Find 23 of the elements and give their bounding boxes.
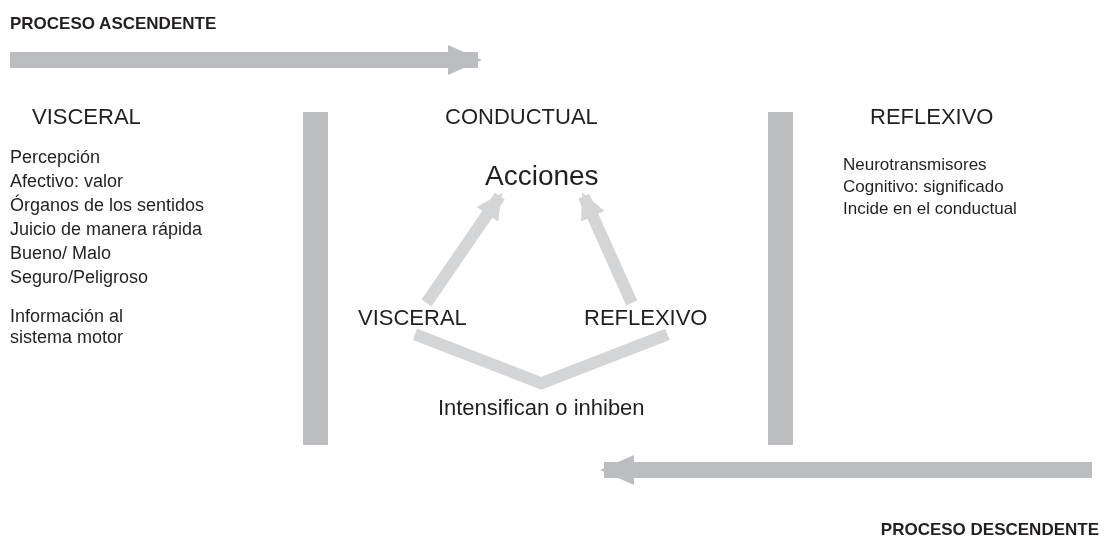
label-text: Información al sistema motor [10,306,125,348]
label-text: PROCESO ASCENDENTE [10,14,217,34]
label-text: Bueno/ Malo [10,243,112,264]
label-text: Afectivo: valor [10,171,124,192]
label-text: VISCERAL [32,104,141,130]
label-text: Neurotransmisores [843,155,987,175]
label-text: Incide en el conductual [843,199,1017,219]
connector-line [412,328,670,390]
label-text: Cognitivo: significado [843,177,1004,197]
divider-bar [768,112,793,445]
node-text: REFLEXIVO [584,305,708,331]
label-text: PROCESO DESCENDENTE [880,520,1099,540]
node-text: VISCERAL [358,305,467,331]
node-text: Acciones [485,160,599,193]
label-text: REFLEXIVO [870,104,994,130]
label-text: Órganos de los sentidos [10,195,205,216]
label-text: CONDUCTUAL [445,104,598,130]
divider-bar [303,112,328,445]
label-text: Percepción [10,147,101,168]
arrow [578,192,638,306]
label-text: Seguro/Peligroso [10,267,149,288]
arrow [421,192,505,307]
label-text: Juicio de manera rápida [10,219,203,240]
